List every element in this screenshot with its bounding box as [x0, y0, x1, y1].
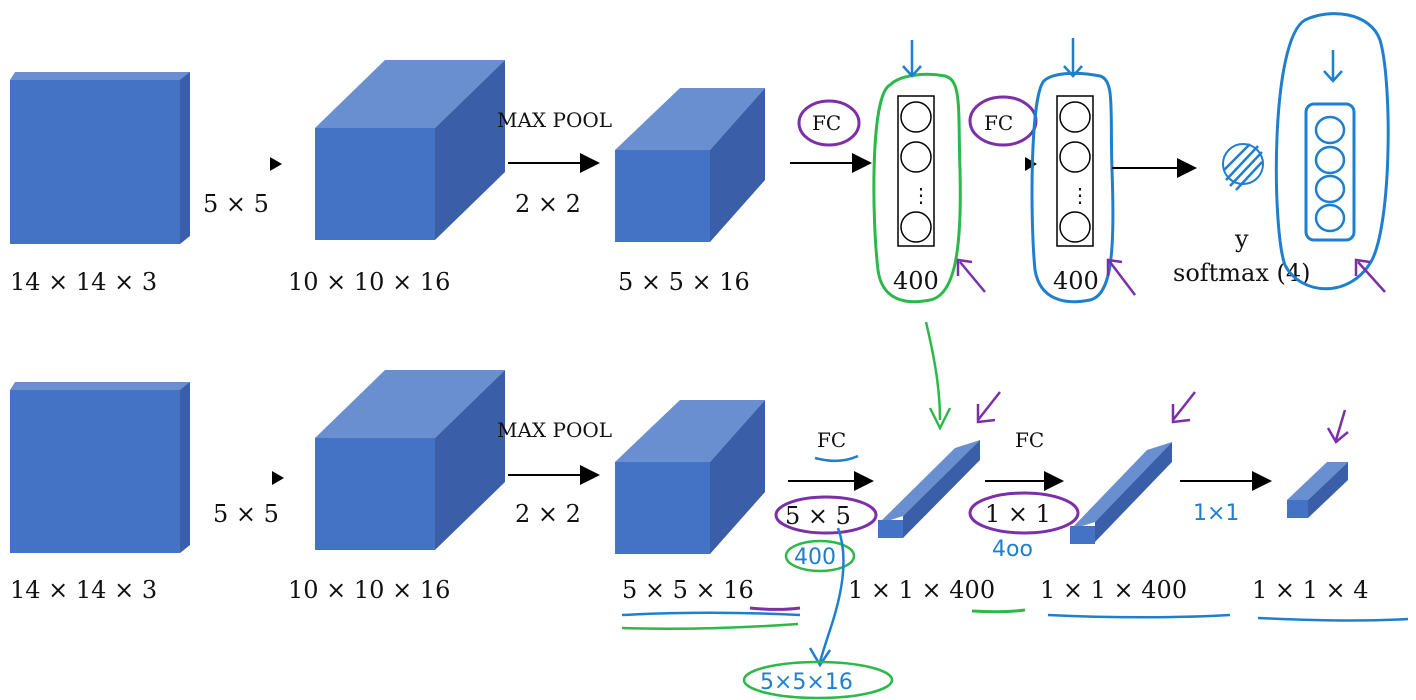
row1-y-label: y — [1234, 225, 1249, 253]
underline-fc2-out-blue — [1047, 613, 1231, 619]
row2-fc1-out-label: 1 × 1 × 400 — [848, 576, 995, 604]
row1-fc1-up-arrow — [956, 258, 986, 293]
row1-pool-out-label: 5 × 5 × 16 — [618, 268, 750, 296]
green-connector-arrow — [924, 321, 952, 431]
row1-fc2-up-arrow — [1106, 258, 1136, 296]
filter-count-circle — [784, 539, 856, 573]
row2-fc2-pointer-arrow — [1171, 391, 1196, 424]
underline-pool-out-green — [621, 622, 799, 631]
row1-fc1-green-outline — [872, 72, 962, 304]
row2-pool-volume — [615, 400, 765, 554]
row2-pool-size: 2 × 2 — [515, 500, 581, 528]
filter-shape-connector — [808, 527, 845, 668]
filter-shape-note: 5×5×16 — [760, 670, 853, 695]
row2-fc1-label: FC — [817, 428, 846, 452]
row2-fc1-pointer-arrow — [976, 391, 1001, 424]
row1-fc1-units: 400 — [893, 267, 939, 295]
underline-pool-out-purple — [749, 606, 801, 611]
row2-fc3-out-label: 1 × 1 × 4 — [1252, 576, 1369, 604]
row2-input-label: 14 × 14 × 3 — [10, 576, 157, 604]
row1-fc2-label: FC — [984, 111, 1013, 135]
row2-fc1-volume — [878, 440, 980, 538]
row1-maxpool-label: MAX POOL — [497, 108, 612, 132]
row2-fc1-underline — [814, 454, 859, 462]
row1-fc1-layer — [897, 95, 935, 247]
row2-output-volume — [1287, 462, 1348, 518]
row2-fc2-volume — [1070, 442, 1172, 544]
row1-pool-volume — [615, 88, 765, 242]
underline-fc3-out-blue — [1257, 616, 1409, 622]
row1-fc2-layer — [1056, 95, 1094, 247]
row1-fc1-dots: ⋮ — [911, 183, 931, 207]
row1-softmax-down-arrow — [1323, 50, 1343, 83]
row2-conv-out-label: 10 × 10 × 16 — [288, 576, 450, 604]
filter-count-note: 400 — [794, 545, 836, 570]
row1-fc1-label: FC — [812, 111, 841, 135]
row2-fc2-count-note: 4oo — [992, 537, 1033, 562]
row1-softmax-output-units — [1304, 102, 1356, 242]
row1-fc2-blue-outline — [1030, 71, 1115, 304]
row1-input-volume — [10, 72, 190, 244]
row1-conv-arrow — [270, 157, 282, 171]
row1-conv-volume — [315, 60, 505, 240]
row2-maxpool-label: MAX POOL — [497, 418, 612, 442]
row1-fc2-dots: ⋮ — [1070, 183, 1090, 207]
row2-fc2-label: FC — [1015, 428, 1044, 452]
row1-softmax-label: softmax (4) — [1173, 259, 1311, 287]
row2-pool-out-label: 5 × 5 × 16 — [622, 576, 754, 604]
row2-fc1-filter-circle — [774, 495, 878, 535]
filter-shape-circle — [742, 660, 894, 700]
row2-fc2-filter-circle — [968, 491, 1080, 535]
row1-fc2-down-arrow — [1063, 38, 1083, 78]
row2-fc3-filter: 1×1 — [1193, 501, 1239, 526]
underline-pool-out-blue — [621, 611, 801, 617]
row1-fc1-circle — [797, 99, 861, 147]
underline-fc1-out-green — [971, 608, 1026, 614]
row2-fc1-filter: 5 × 5 — [785, 502, 851, 530]
row1-conv-label: 5 × 5 — [203, 190, 269, 218]
row2-fc2-out-label: 1 × 1 × 400 — [1040, 576, 1187, 604]
row1-softmax-blue-outline — [1274, 12, 1390, 291]
row1-pool-size: 2 × 2 — [515, 190, 581, 218]
row1-fc1-down-arrow — [902, 40, 922, 78]
row2-output-pointer-arrow — [1326, 409, 1349, 444]
row2-fc2-filter: 1 × 1 — [985, 500, 1051, 528]
row1-conv-out-label: 10 × 10 × 16 — [288, 268, 450, 296]
row2-conv-volume — [315, 370, 505, 550]
row1-input-label: 14 × 14 × 3 — [10, 268, 157, 296]
row2-conv-label: 5 × 5 — [213, 500, 279, 528]
row1-scribbled-node — [1222, 143, 1264, 191]
row2-input-volume — [10, 382, 190, 553]
row1-softmax-up-arrow — [1354, 258, 1386, 293]
row1-fc2-units: 400 — [1053, 267, 1099, 295]
row2-conv-arrow — [272, 471, 284, 485]
